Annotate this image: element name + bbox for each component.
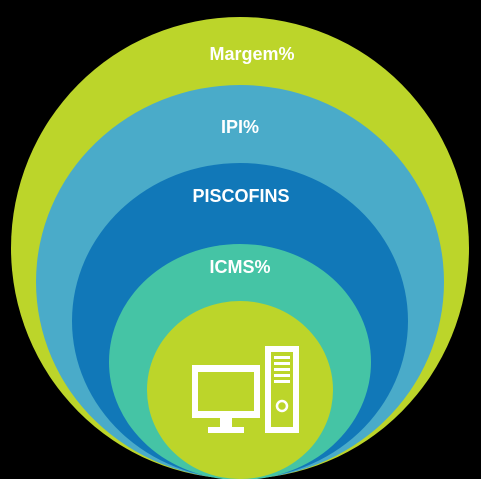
monitor-stand-icon [220, 418, 232, 427]
layer-label-piscofins: PISCOFINS [192, 186, 289, 206]
layer-label-ipi: IPI% [221, 117, 259, 137]
tower-drive-slot-icon [274, 374, 290, 377]
computer-icon [192, 346, 299, 433]
tower-drive-slot-icon [274, 368, 290, 371]
tower-drive-slot-icon [274, 356, 290, 359]
tower-power-button-icon [275, 399, 289, 413]
core-circle [147, 301, 333, 479]
tower-drive-slot-icon [274, 380, 290, 383]
layer-label-margem: Margem% [209, 44, 294, 64]
monitor-base-icon [208, 427, 244, 433]
layer-label-icms: ICMS% [209, 257, 270, 277]
tower-icon [265, 346, 299, 433]
tower-drive-slot-icon [274, 362, 290, 365]
monitor-icon [192, 365, 260, 418]
